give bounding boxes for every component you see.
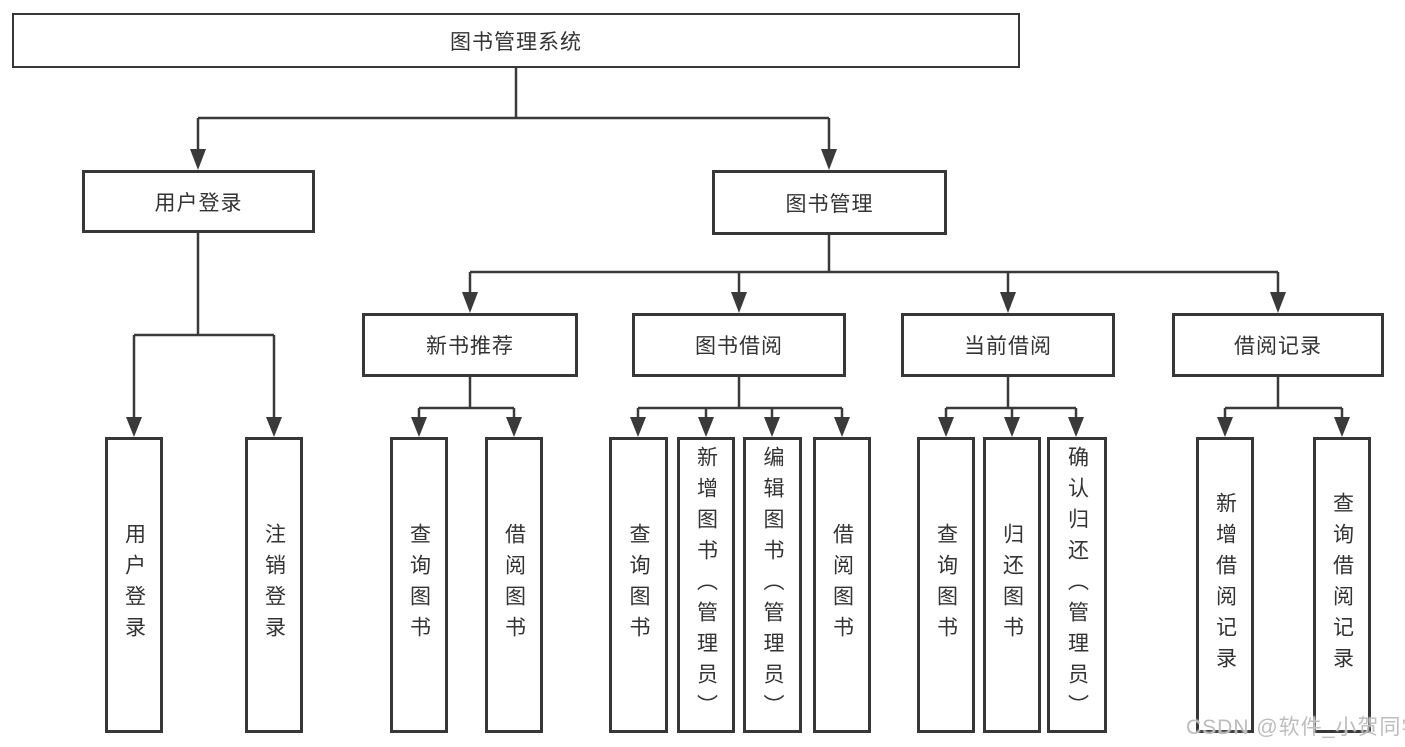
- leaf-label: 查询图书: [934, 523, 958, 647]
- node-user-login: 用户登录: [82, 170, 315, 233]
- csdn-watermark: CSDN @软件_小贺同学: [1186, 716, 1405, 739]
- leaf-node-confirm-return-admin: 确认归还（管理员）: [1047, 437, 1107, 733]
- arrow-heads-current-borrowing: [938, 417, 1084, 437]
- node-label: 新书推荐: [426, 335, 514, 358]
- leaf-label: 借阅图书: [502, 523, 526, 647]
- leaf-node-query-books-2: 查询图书: [609, 437, 668, 733]
- connector-current-borrowing-to-leaves: [944, 377, 1078, 418]
- connector-book-borrowing-to-leaves: [636, 377, 844, 418]
- connector-book-management-to-level3: [468, 235, 1280, 293]
- leaf-label: 借阅图书: [830, 523, 854, 647]
- leaf-label: 归还图书: [1000, 523, 1024, 647]
- leaf-node-borrow-books-2: 借阅图书: [813, 437, 871, 733]
- node-label: 借阅记录: [1234, 335, 1322, 358]
- leaf-node-query-books-1: 查询图书: [390, 437, 448, 733]
- leaf-node-return-books: 归还图书: [983, 437, 1041, 733]
- leaf-label: 查询图书: [407, 523, 431, 647]
- node-label: 当前借阅: [964, 335, 1052, 358]
- arrow-heads-new-book: [411, 417, 522, 437]
- arrow-heads-user-login: [126, 417, 282, 437]
- arrow-heads-level2: [190, 149, 837, 170]
- leaf-label: 确认归还（管理员）: [1065, 445, 1089, 725]
- node-label: 图书管理系统: [450, 30, 582, 54]
- leaf-node-add-borrow-record: 新增借阅记录: [1196, 437, 1254, 733]
- node-current-borrowing: 当前借阅: [901, 313, 1115, 377]
- leaf-node-add-books-admin: 新增图书（管理员）: [677, 437, 735, 733]
- connector-root-to-level2: [196, 68, 831, 150]
- node-library-management-system: 图书管理系统: [12, 13, 1020, 68]
- leaf-node-query-borrow-record: 查询借阅记录: [1313, 437, 1371, 733]
- leaf-node-query-books-3: 查询图书: [917, 437, 975, 733]
- node-label: 图书管理: [785, 192, 874, 216]
- node-borrowing-records: 借阅记录: [1172, 313, 1384, 377]
- leaf-node-edit-books-admin: 编辑图书（管理员）: [743, 437, 802, 733]
- node-book-management: 图书管理: [712, 170, 947, 235]
- leaf-label: 注销登录: [262, 523, 286, 647]
- leaf-label: 用户登录: [122, 523, 146, 647]
- leaf-node-logout: 注销登录: [245, 437, 303, 733]
- leaf-label: 编辑图书（管理员）: [761, 445, 784, 725]
- leaf-node-borrow-books-1: 借阅图书: [485, 437, 543, 733]
- connector-borrowing-records-to-leaves: [1223, 377, 1344, 418]
- arrow-heads-level3: [462, 292, 1286, 313]
- leaf-label: 新增借阅记录: [1213, 492, 1237, 678]
- arrow-heads-book-borrowing: [630, 417, 850, 437]
- node-label: 图书借阅: [695, 335, 783, 358]
- connector-new-book-to-leaves: [417, 377, 516, 418]
- node-book-borrowing: 图书借阅: [632, 313, 846, 377]
- connector-user-login-to-leaves: [132, 233, 276, 418]
- leaf-node-user-login: 用户登录: [105, 437, 163, 733]
- leaf-label: 查询借阅记录: [1330, 492, 1354, 678]
- arrow-heads-borrowing-records: [1217, 417, 1350, 437]
- node-new-book-recommend: 新书推荐: [362, 313, 578, 377]
- leaf-label: 新增图书（管理员）: [694, 445, 718, 725]
- leaf-label: 查询图书: [627, 523, 650, 647]
- node-label: 用户登录: [154, 191, 243, 215]
